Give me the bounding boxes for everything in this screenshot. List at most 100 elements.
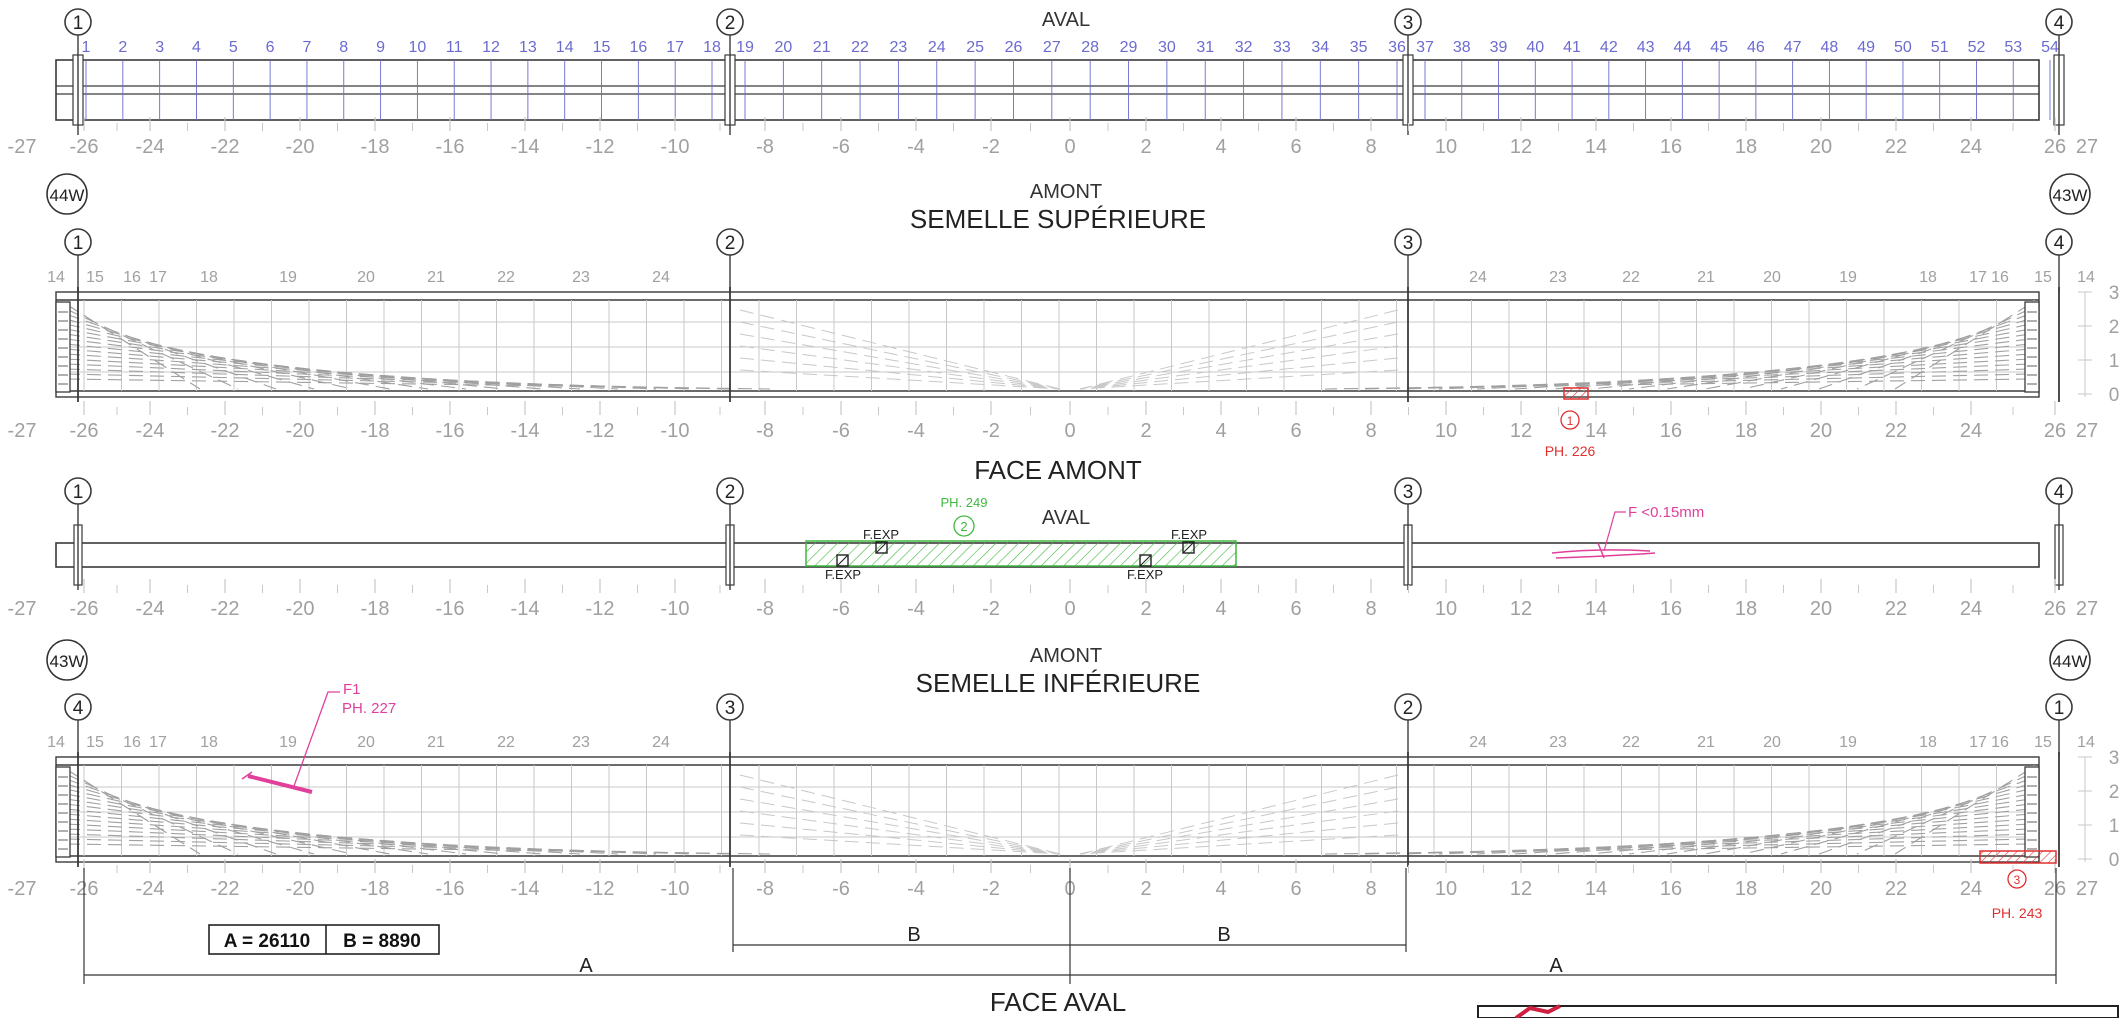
ref-left-label: 44W <box>50 186 85 205</box>
scale-label: -2 <box>982 878 1000 900</box>
axis-circle <box>2045 477 2073 505</box>
tendon-dash <box>65 823 619 855</box>
crack-marker: F <0.15mm <box>1551 504 1704 559</box>
axis-circle <box>1394 8 1422 36</box>
station-label: 13 <box>519 39 537 56</box>
scale-label: -8 <box>756 420 774 442</box>
height-label: 2 <box>2109 782 2120 803</box>
station-label: 16 <box>629 39 647 56</box>
scale-label: -6 <box>832 878 850 900</box>
defect-3-id: 3 <box>2014 873 2021 887</box>
tendon-dash <box>1666 798 2031 855</box>
scale-label: 2 <box>1140 598 1151 620</box>
scale-label: 18 <box>1735 878 1757 900</box>
height-label: 0 <box>2109 385 2120 406</box>
station-label: 1 <box>82 39 91 56</box>
fexp-box-diag <box>1139 554 1152 567</box>
tendon-dash <box>1079 798 1399 855</box>
fexp-label: F.EXP <box>863 527 899 542</box>
stiffener-number: 24 <box>652 269 670 286</box>
scale-label: 10 <box>1435 878 1457 900</box>
scale-label: -14 <box>511 878 540 900</box>
scale-label: 6 <box>1290 878 1301 900</box>
station-label: 17 <box>666 39 684 56</box>
tendon-dash <box>1894 768 2031 855</box>
scale-label: -8 <box>756 878 774 900</box>
scale-label: -20 <box>286 420 315 442</box>
tendon-dash <box>739 834 1061 855</box>
scale-label: 12 <box>1510 420 1532 442</box>
scale-label: 20 <box>1810 878 1832 900</box>
scale-label: 24 <box>1960 598 1982 620</box>
scale-label: 22 <box>1885 878 1907 900</box>
station-label: 37 <box>1416 39 1434 56</box>
station-label: 14 <box>556 39 574 56</box>
axis-label: 4 <box>2054 13 2065 34</box>
axis-circle <box>2045 8 2073 36</box>
scale-label: 24 <box>1960 136 1982 158</box>
stiffener-number: 14 <box>47 269 65 286</box>
tendon-dash <box>65 373 733 390</box>
stiffener-number: 18 <box>200 734 218 751</box>
station-label: 33 <box>1273 39 1291 56</box>
dim-a-value: A = 26110 <box>224 931 310 952</box>
scale-label: -2 <box>982 598 1000 620</box>
station-label: 46 <box>1747 39 1765 56</box>
tendon-dash <box>1780 783 2031 855</box>
tendon-dash <box>1818 778 2031 855</box>
scale-label: 27 <box>2076 136 2098 158</box>
axis-circle <box>2045 693 2073 721</box>
stiffener-number: 15 <box>86 734 104 751</box>
ref-left-label: 43W <box>50 652 85 671</box>
ref-circle-right <box>2049 173 2091 215</box>
scale-label: 8 <box>1365 136 1376 158</box>
end-block <box>55 301 71 393</box>
axis-circle <box>1394 693 1422 721</box>
tendon-dash <box>65 798 429 855</box>
station-label: 19 <box>736 39 754 56</box>
defect-1-circle <box>1560 410 1580 430</box>
scale-label: -2 <box>982 420 1000 442</box>
scale-label: -27 <box>8 420 37 442</box>
hatched-zone-area <box>805 540 1237 567</box>
tendon-dash <box>65 793 391 855</box>
station-label: 5 <box>229 39 238 56</box>
station-label: 29 <box>1120 39 1138 56</box>
axis-circle <box>64 8 92 36</box>
stiffener-number: 24 <box>1469 269 1487 286</box>
tendon-dash <box>65 348 543 390</box>
axis-circle <box>2045 228 2073 256</box>
defect-1-marker: 1 PH. 226 <box>1545 387 1596 459</box>
scale-label: 8 <box>1365 598 1376 620</box>
face-amont-label: FACE AMONT <box>974 455 1142 485</box>
fexp-box-diag <box>875 541 888 554</box>
tendon-dash <box>65 358 619 390</box>
station-label: 28 <box>1081 39 1099 56</box>
scale-label: 10 <box>1435 420 1457 442</box>
defect-1-photo: PH. 226 <box>1545 443 1596 459</box>
scale-label: -24 <box>136 136 165 158</box>
scale-label: -16 <box>436 878 465 900</box>
v2-bottom-label: AMONT <box>1030 645 1102 667</box>
tendon-dash <box>1666 333 2031 390</box>
tendon-dash <box>1079 834 1399 855</box>
axis-circle <box>716 477 744 505</box>
scale-label: -27 <box>8 136 37 158</box>
tendon-dash <box>1552 813 2031 855</box>
dim-a-right-label: A <box>1549 955 1563 977</box>
stiffener-number: 15 <box>2034 269 2052 286</box>
station-label: 53 <box>2004 39 2022 56</box>
tendon-dash <box>65 783 315 855</box>
tendon-dash <box>1742 323 2031 390</box>
stiffener-number: 24 <box>1469 734 1487 751</box>
tendon-dash <box>739 333 1061 390</box>
tendon-dash <box>65 843 771 855</box>
fexp-box <box>836 554 849 567</box>
